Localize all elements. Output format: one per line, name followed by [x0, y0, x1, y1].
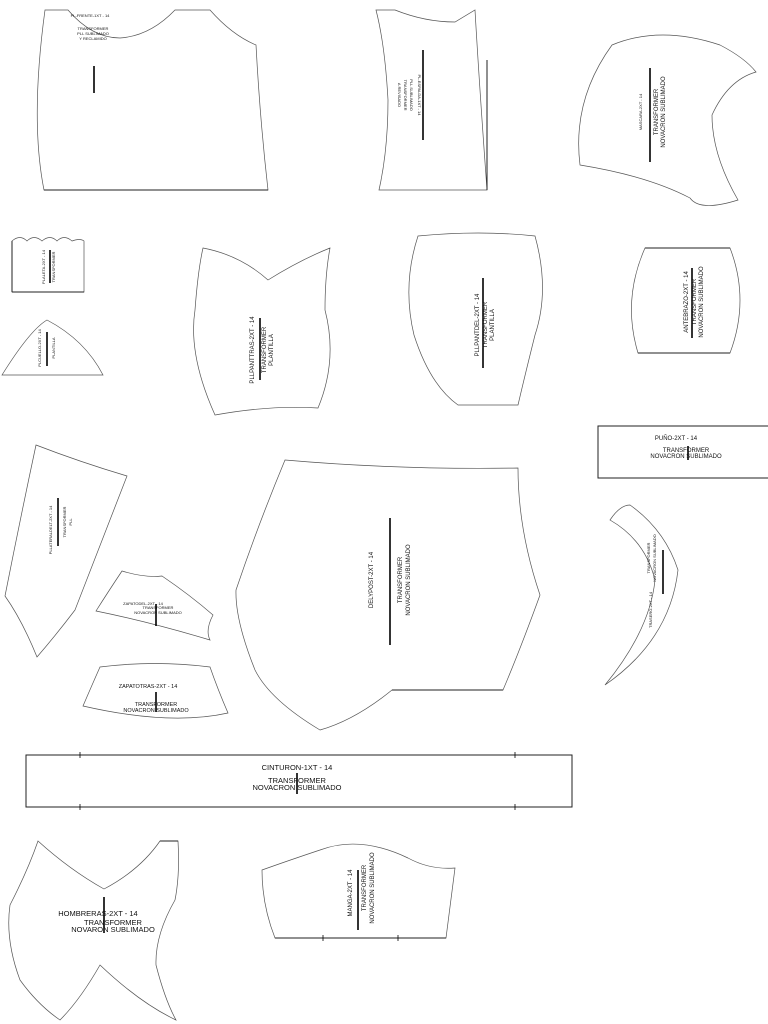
piece-title: PLLPANTTRAS-2XT - 14	[250, 316, 256, 384]
piece-antebrazo[interactable]: ANTEBRAZO-2XT - 14 TRANSFORMER NOVACRON …	[631, 247, 741, 354]
piece-label: PLL SUBLIMADO	[409, 79, 414, 111]
piece-label: TRANSFORMER	[84, 918, 143, 927]
piece-label: TRANSFORMER	[692, 278, 698, 325]
piece-label: TRANSFORMER	[663, 448, 710, 454]
piece-label: PLANTILLA	[490, 309, 496, 341]
piece-label: NOVACRON SUBLIMADO	[252, 783, 341, 792]
piece-label: PLL SUBLIMADO	[77, 31, 109, 36]
piece-label: TRANSFORMER	[398, 556, 404, 603]
piece-pl-aleta[interactable]: PLALETA-2XT - 14 TRANSFORMER	[11, 237, 85, 293]
piece-hombreras[interactable]: HOMBRERAS-2XT - 14 TRANSFORMER NOVARON S…	[8, 840, 179, 1021]
piece-label: TRANSFORMER	[403, 80, 408, 111]
piece-pl-lateral[interactable]: PLLATERALDELT-2XT - 14 TRANSFORMER PLL	[4, 444, 128, 658]
piece-label: NOVARON SUBLIMADO	[71, 925, 155, 934]
piece-label: TRANSFORMER	[262, 326, 268, 373]
piece-title: PLCUELLO-2XT - 14	[37, 328, 42, 366]
piece-pl-triangulo[interactable]: PLCUELLO-2XT - 14 PLANTILLA	[1, 319, 104, 376]
piece-mascara[interactable]: MASCARA-2XT - 14 TRANSFORMER NOVACRON SU…	[578, 34, 757, 206]
piece-title: DELYPOST-2XT - 14	[369, 551, 375, 608]
piece-title: HOMBRERAS-2XT - 14	[58, 909, 137, 918]
piece-label: TRANSFORMER	[78, 26, 109, 31]
piece-title: ZAPATODEL-2XT - 14	[123, 601, 163, 606]
piece-pl-pantras[interactable]: PLLPANTTRAS-2XT - 14 TRANSFORMER PLANTIL…	[193, 247, 331, 416]
piece-manga[interactable]: MANGA-2XT - 14 TRANSFORMER NOVACRON SUBL…	[261, 843, 456, 941]
piece-label: TRANSFORMER	[135, 702, 178, 708]
piece-label: PLANTILLA	[51, 337, 56, 358]
piece-zapato-tras[interactable]: ZAPATOTRAS-2XT - 14 TRANSFORMER NOVACRON…	[82, 663, 229, 719]
piece-title: MANGA-2XT - 14	[348, 869, 354, 917]
piece-title: PLLPANTDEL-2XT - 14	[475, 293, 481, 356]
piece-title: CINTURON-1XT - 14	[262, 763, 333, 772]
piece-label: Y RECLAMIDO	[79, 36, 107, 41]
piece-label: PLANTILLA	[269, 334, 275, 366]
piece-label: TRANSFORMER	[143, 605, 174, 610]
piece-label: A REVISADO	[397, 83, 402, 107]
piece-label: NOVACRON SUBLIMADO	[661, 76, 667, 148]
piece-del-post[interactable]: DELYPOST-2XT - 14 TRANSFORMER NOVACRON S…	[235, 459, 541, 731]
piece-label: NOVACRON SUBLIMADO	[650, 454, 722, 460]
piece-pl-pantdel[interactable]: PLLPANTDEL-2XT - 14 TRANSFORMER PLANTILL…	[408, 232, 543, 406]
piece-title: ANTEBRAZO-2XT - 14	[684, 271, 690, 333]
piece-label: TRANSFORMER	[654, 88, 660, 135]
piece-puno[interactable]: PUÑO-2XT - 14 TRANSFORMER NOVACRON SUBLI…	[597, 425, 768, 479]
piece-label: TRANSFORMER	[51, 251, 56, 282]
piece-title: MASCARA-2XT - 14	[638, 93, 643, 130]
piece-curva[interactable]: TRASERO-2XT - 14 TRANSFORMER NOVACRON SU…	[604, 504, 679, 686]
piece-label: NOVACRON SUBLIMADO	[370, 852, 376, 924]
piece-title: ZAPATOTRAS-2XT - 14	[119, 684, 178, 690]
piece-cinturon[interactable]: CINTURON-1XT - 14 TRANSFORMER NOVACRON S…	[25, 752, 573, 810]
piece-title: PL-FRENTE-1XT - 14	[71, 13, 111, 18]
piece-title: PLLATERALDELT-2XT - 14	[48, 505, 53, 554]
piece-label: NOVACRON SUBLIMADO	[406, 544, 412, 616]
piece-label: PLL	[68, 518, 73, 526]
piece-pl-frente[interactable]: PL-FRENTE-1XT - 14 TRANSFORMER PLL SUBLI…	[36, 9, 269, 191]
piece-label: NOVACRON SUBLIMADO	[134, 610, 182, 615]
piece-label: NOVACRON SUBLIMADO	[123, 708, 189, 714]
piece-label: TRANSFORMER	[268, 776, 327, 785]
piece-pl-espalda[interactable]: PL-ESPALDA-1XT - 14 PLL SUBLIMADO TRANSF…	[375, 9, 488, 191]
piece-zapato-del[interactable]: ZAPATODEL-2XT - 14 TRANSFORMER NOVACRON …	[95, 570, 214, 641]
piece-title: PLALETA-2XT - 14	[41, 249, 46, 284]
piece-label: NOVACRON SUBLIMADO	[652, 534, 657, 582]
piece-label: TRANSFORMER	[646, 542, 651, 573]
piece-label: NOVACRON SUBLIMADO	[699, 266, 705, 338]
piece-label: TRANSFORMER	[483, 301, 489, 348]
piece-title: PL-ESPALDA-1XT - 14	[417, 75, 422, 117]
piece-label: TRANSFORMER	[62, 506, 67, 537]
piece-label: TRANSFORMER	[362, 864, 368, 911]
piece-title: PUÑO-2XT - 14	[655, 435, 698, 442]
piece-title: TRASERO-2XT - 14	[648, 591, 653, 628]
